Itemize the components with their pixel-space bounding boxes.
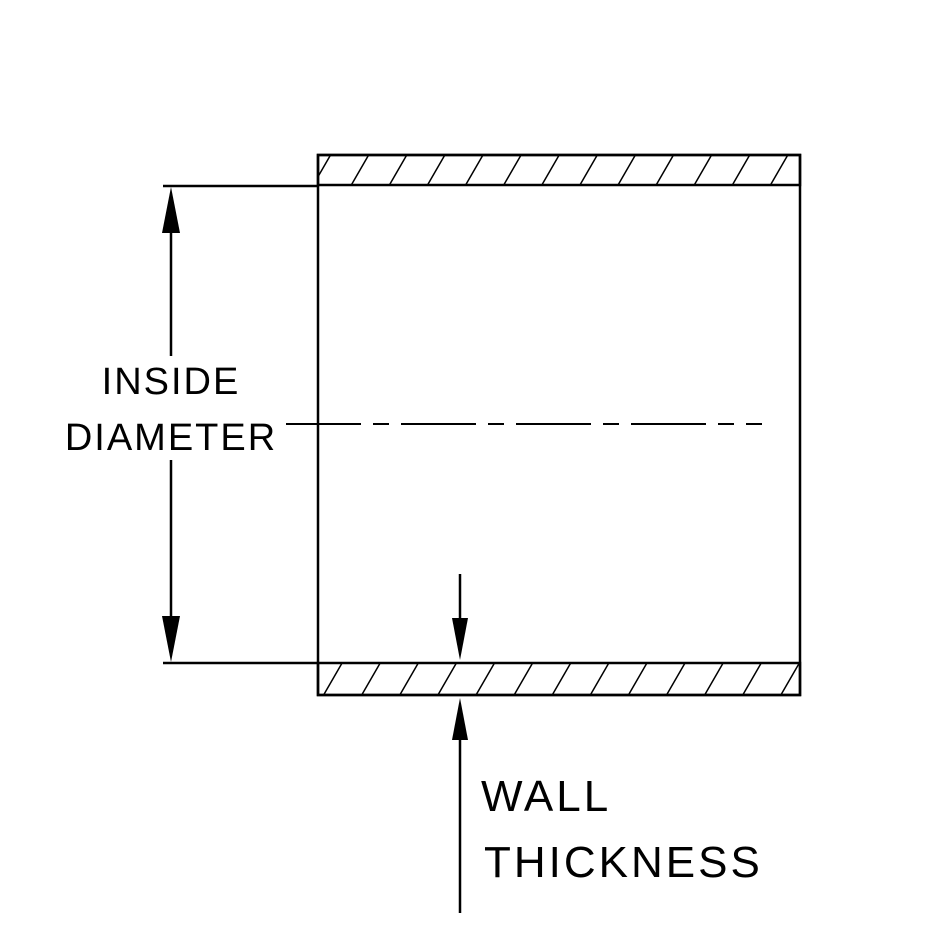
tube-top-wall-hatch (316, 153, 802, 187)
wall-arrow-down-icon (452, 618, 468, 660)
inside-diameter-label-line2: DIAMETER (65, 417, 277, 459)
wall-thickness-label-line1: WALL (481, 772, 611, 821)
id-arrow-up-icon (162, 187, 180, 233)
wall-arrow-up-icon (452, 698, 468, 740)
wall-thickness-label-line2: THICKNESS (484, 838, 763, 887)
inside-diameter-label-line1: INSIDE (102, 361, 241, 403)
id-arrow-down-icon (162, 616, 180, 662)
tube-bottom-wall-hatch (316, 661, 802, 697)
